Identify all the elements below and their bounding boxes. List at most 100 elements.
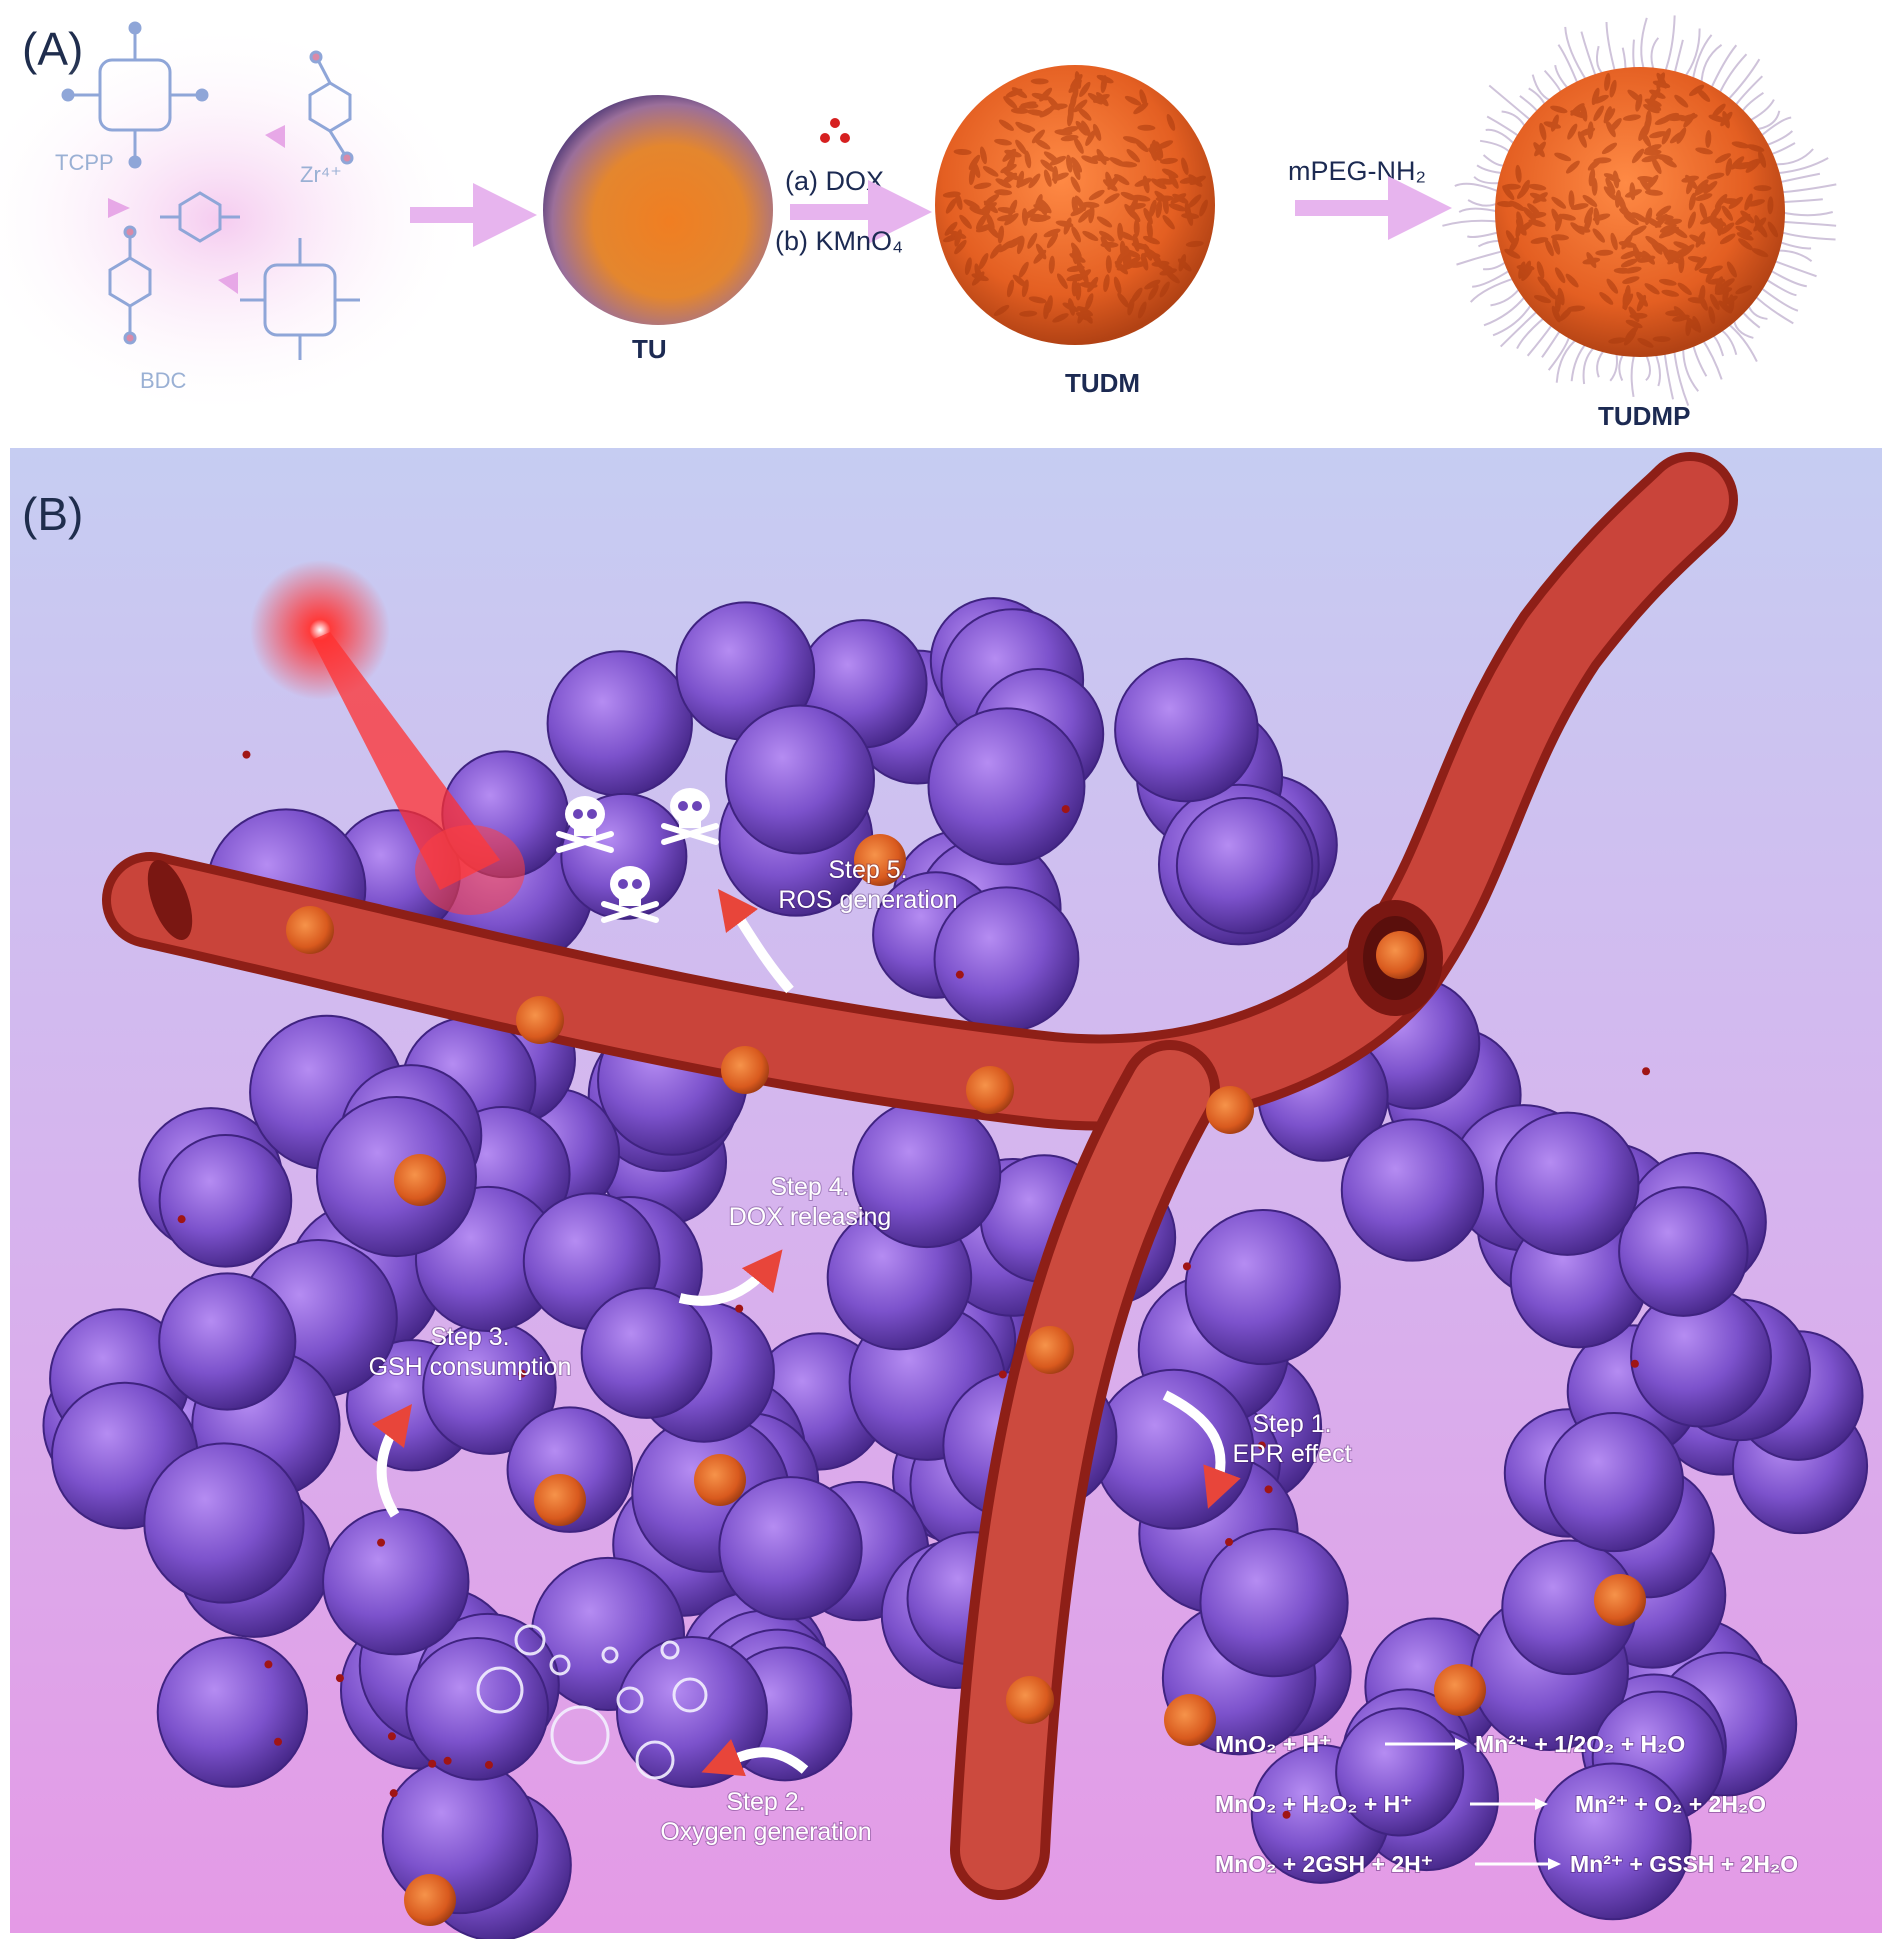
flake bbox=[1623, 213, 1639, 226]
flake bbox=[1663, 226, 1680, 237]
dox-dot bbox=[955, 970, 964, 979]
dox-dot bbox=[177, 1215, 186, 1224]
flake bbox=[1533, 142, 1545, 158]
flake bbox=[1605, 121, 1616, 138]
flake bbox=[1032, 215, 1051, 222]
flake bbox=[1140, 253, 1149, 271]
flake bbox=[1100, 236, 1112, 253]
step-5-label: Step 5. ROS generation bbox=[777, 855, 958, 915]
flake bbox=[1003, 170, 1020, 181]
tumor-cell bbox=[1340, 1118, 1485, 1262]
flake bbox=[1609, 79, 1617, 98]
flake bbox=[1565, 273, 1579, 288]
step-4-title: Step 4. bbox=[770, 1173, 849, 1201]
nanoparticle bbox=[694, 1454, 746, 1506]
vessel-nanoparticle bbox=[286, 906, 334, 954]
flake bbox=[1028, 173, 1041, 189]
flake bbox=[1551, 196, 1567, 209]
flake bbox=[1767, 221, 1779, 238]
flake bbox=[1079, 281, 1098, 289]
flake bbox=[1516, 219, 1527, 236]
flake bbox=[1124, 95, 1142, 106]
dox-dot bbox=[1225, 1538, 1234, 1547]
flake bbox=[1695, 147, 1713, 155]
flake bbox=[964, 257, 972, 275]
flake bbox=[1551, 234, 1569, 241]
flake bbox=[1677, 282, 1692, 296]
flake bbox=[1714, 194, 1728, 209]
tumor-cell bbox=[158, 1133, 293, 1268]
flake bbox=[1146, 221, 1153, 240]
flake bbox=[1155, 195, 1174, 202]
flake bbox=[1530, 237, 1549, 244]
nanoparticle bbox=[1434, 1664, 1486, 1716]
flake bbox=[1720, 111, 1733, 127]
flake bbox=[1756, 222, 1768, 238]
flake bbox=[979, 146, 987, 165]
flake bbox=[1744, 193, 1753, 211]
flake bbox=[1128, 203, 1146, 210]
dox-dot bbox=[998, 1370, 1007, 1379]
dox-dot bbox=[387, 1732, 396, 1741]
flake bbox=[1074, 195, 1086, 211]
vessel-nanoparticle bbox=[516, 996, 564, 1044]
flake bbox=[1071, 278, 1078, 297]
flake bbox=[1641, 155, 1660, 163]
step-2-label: Step 2. Oxygen generation bbox=[659, 1787, 872, 1847]
flake bbox=[1028, 296, 1047, 304]
step-5-arrow bbox=[718, 888, 794, 994]
flake bbox=[1652, 336, 1671, 343]
vessel-nanoparticle bbox=[1206, 1086, 1254, 1134]
peg-chain bbox=[1469, 276, 1517, 303]
flake bbox=[982, 166, 999, 177]
flake bbox=[1686, 177, 1695, 195]
flake bbox=[1054, 129, 1073, 136]
flake bbox=[1199, 199, 1208, 217]
tumor-cell bbox=[322, 1507, 470, 1656]
flake bbox=[1092, 123, 1102, 141]
flake bbox=[1599, 292, 1614, 305]
flake bbox=[1024, 150, 1032, 169]
dox-dot bbox=[840, 133, 850, 143]
flake bbox=[1721, 205, 1734, 221]
flake bbox=[942, 191, 961, 198]
laser-beam-icon bbox=[250, 560, 525, 915]
flake bbox=[1577, 131, 1587, 148]
flake bbox=[1637, 337, 1654, 348]
flake bbox=[1156, 140, 1174, 150]
flake bbox=[1621, 234, 1633, 250]
flake bbox=[994, 189, 1013, 196]
flake bbox=[1620, 250, 1638, 260]
tumor-cell bbox=[546, 650, 693, 797]
flake bbox=[1708, 306, 1716, 324]
flake bbox=[1738, 238, 1753, 251]
flake bbox=[1076, 260, 1086, 278]
flake bbox=[1622, 276, 1640, 284]
flake bbox=[1117, 231, 1135, 241]
flake bbox=[1099, 230, 1115, 242]
zr-molecule bbox=[308, 50, 354, 165]
flake bbox=[1150, 178, 1167, 190]
equation-3: MnO₂ + 2GSH + 2H⁺ Mn²⁺ + GSSH + 2H₂O bbox=[1214, 1850, 1799, 1878]
flake bbox=[1010, 107, 1029, 114]
flake bbox=[997, 225, 1005, 244]
vessel-nanoparticle bbox=[1026, 1326, 1074, 1374]
flake bbox=[1623, 266, 1642, 274]
flake bbox=[1035, 243, 1047, 260]
flake bbox=[1122, 136, 1141, 144]
flake bbox=[1543, 121, 1562, 129]
panel-b: (B) bbox=[10, 448, 1882, 1939]
tudm-label: TUDM bbox=[1065, 368, 1140, 398]
flake bbox=[1505, 230, 1517, 246]
flake bbox=[1745, 160, 1760, 173]
flake bbox=[1645, 110, 1652, 129]
flake bbox=[1636, 291, 1648, 307]
flake bbox=[1582, 194, 1598, 207]
flake bbox=[1568, 190, 1575, 209]
flake bbox=[1661, 289, 1680, 297]
dox-dot bbox=[428, 1759, 437, 1768]
tumor-cell bbox=[158, 1272, 297, 1411]
flake bbox=[1115, 251, 1125, 268]
flake bbox=[1544, 239, 1554, 257]
flake bbox=[994, 138, 1012, 146]
